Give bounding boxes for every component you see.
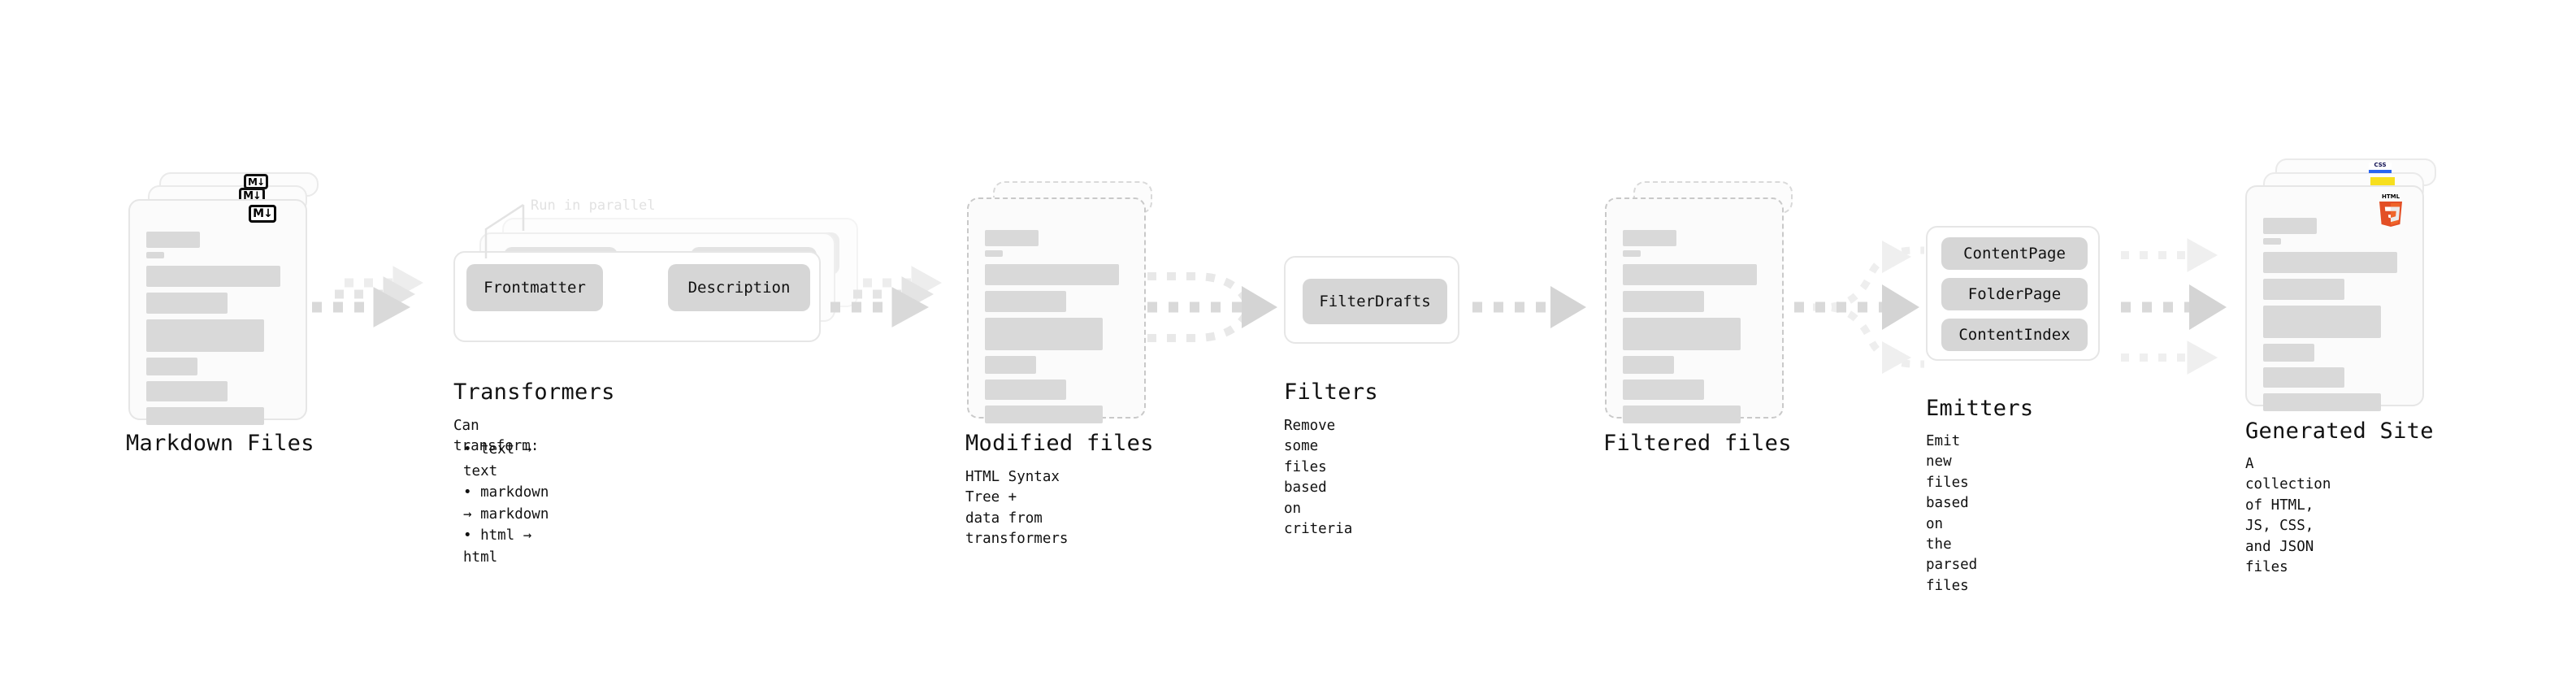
skeleton-bar xyxy=(2263,279,2344,300)
skeleton-bar xyxy=(146,407,264,425)
css3-badge: CSS xyxy=(2369,163,2392,173)
list-item: • text → text xyxy=(463,439,549,482)
generated-site-subtitle: A collection of HTML, JS, CSS, and JSON … xyxy=(2245,456,2331,575)
stage-title-transformers: Transformers xyxy=(453,380,615,405)
stage-title-emitters: Emitters xyxy=(1926,396,2034,421)
skeleton-bar xyxy=(146,266,280,287)
stage-title-generated-site: Generated Site xyxy=(2245,419,2434,444)
skeleton-bar xyxy=(985,380,1066,400)
svg-text:HTML: HTML xyxy=(2382,193,2400,200)
skeleton-bar xyxy=(2263,238,2281,245)
bullet-dot: • xyxy=(463,527,481,544)
bullet-dot: • xyxy=(463,484,481,501)
skeleton-bar xyxy=(1623,250,1641,257)
emitter-chip-contentindex[interactable]: ContentIndex xyxy=(1941,319,2088,351)
skeleton-bar xyxy=(985,230,1039,246)
filters-subtitle: Remove some files based on criteria xyxy=(1284,418,1353,537)
skeleton-bar xyxy=(1623,318,1741,350)
skeleton-bar xyxy=(146,232,200,248)
emitters-panel: ContentPage FolderPage ContentIndex xyxy=(1926,226,2100,361)
skeleton-bar xyxy=(1623,406,1741,423)
filtered-file-card-front xyxy=(1605,197,1784,423)
modified-file-card-front xyxy=(967,197,1146,423)
skeleton-bar xyxy=(985,356,1036,374)
markdown-badge: M↓ xyxy=(249,205,276,223)
modified-files-subtitle: HTML Syntax Tree + data from transformer… xyxy=(965,469,1069,548)
connector-filters-to-filtered xyxy=(1472,286,1586,328)
skeleton-bar xyxy=(985,264,1119,285)
skeleton-bar xyxy=(985,318,1103,350)
skeleton-bar xyxy=(2263,393,2381,411)
skeleton-bar xyxy=(2263,344,2314,362)
stage-title-filters: Filters xyxy=(1284,380,1378,405)
skeleton-bar xyxy=(146,381,228,401)
skeleton-bar xyxy=(2263,306,2381,338)
stage-title-filtered-files: Filtered files xyxy=(1603,431,1792,456)
skeleton-bar xyxy=(146,293,228,314)
filter-chip-filterdrafts[interactable]: FilterDrafts xyxy=(1303,279,1447,324)
skeleton-bar xyxy=(985,406,1103,423)
list-item-label: html → html xyxy=(463,527,532,566)
skeleton-bar xyxy=(1623,291,1704,312)
stage-title-markdown-files: Markdown Files xyxy=(126,431,314,456)
skeleton-bar xyxy=(985,291,1066,312)
skeleton-bar xyxy=(1623,264,1757,285)
skeleton-bar xyxy=(2263,218,2317,234)
skeleton-bar xyxy=(1623,230,1676,246)
stage-title-modified-files: Modified files xyxy=(965,431,1154,456)
filters-panel: FilterDrafts xyxy=(1284,256,1459,344)
connector-filtered-to-emitters xyxy=(1794,241,1924,374)
emitters-subtitle: Emit new files based on the parsed files xyxy=(1926,433,1978,594)
transformer-chip-description[interactable]: Description xyxy=(668,264,810,311)
skeleton-bar xyxy=(146,319,264,352)
transformer-panel-front: Frontmatter Description xyxy=(453,251,821,342)
list-item: • markdown → markdown xyxy=(463,482,549,525)
emitter-chip-folderpage[interactable]: FolderPage xyxy=(1941,278,2088,310)
transformer-chip-frontmatter[interactable]: Frontmatter xyxy=(466,264,603,311)
connector-emitters-to-generated xyxy=(2121,238,2227,375)
list-item: • html → html xyxy=(463,525,549,568)
list-item-label: text → text xyxy=(463,441,532,479)
emitter-chip-contentpage[interactable]: ContentPage xyxy=(1941,237,2088,270)
connector-modified-to-filters xyxy=(1147,272,1277,342)
list-item-label: markdown → markdown xyxy=(463,484,549,523)
skeleton-bar xyxy=(2263,367,2344,388)
skeleton-bar xyxy=(2263,252,2397,273)
skeleton-bar xyxy=(146,358,197,375)
markdown-file-card-front xyxy=(128,199,307,425)
bullet-dot: • xyxy=(463,441,481,458)
html5-badge: HTML xyxy=(2377,193,2405,227)
skeleton-bar xyxy=(1623,356,1674,374)
connector-markdown-to-transformers xyxy=(312,266,424,327)
skeleton-bar xyxy=(985,250,1003,257)
transformers-subtitle: Can transform: xyxy=(453,418,540,455)
skeleton-bar xyxy=(146,252,164,258)
run-in-parallel-label: Run in parallel xyxy=(531,197,656,214)
transformers-bullet-list: • text → text • markdown → markdown • ht… xyxy=(463,439,549,569)
skeleton-bar xyxy=(1623,380,1704,400)
